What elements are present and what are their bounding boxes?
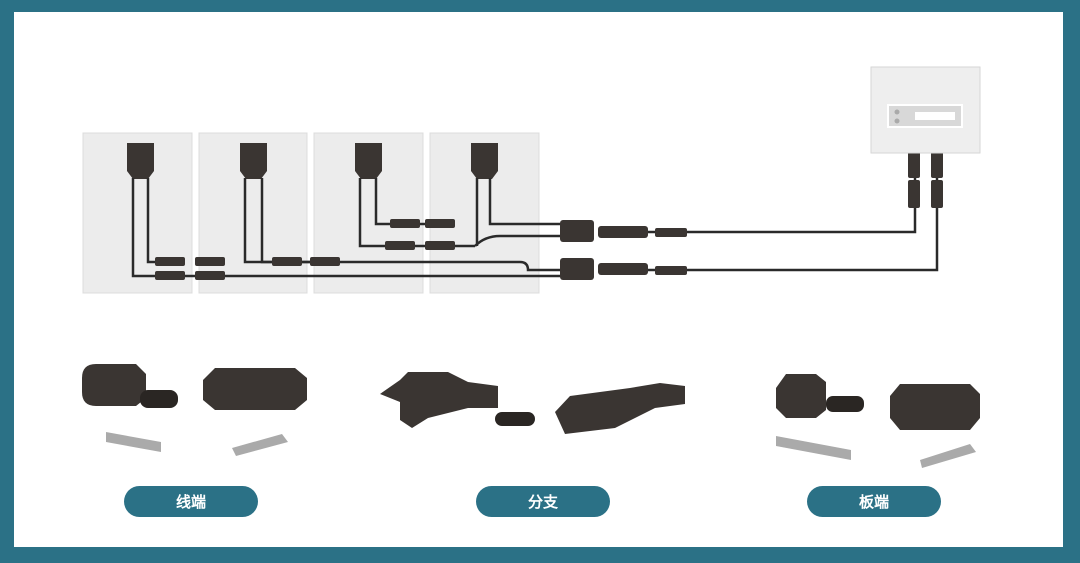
branch-connectors: [380, 372, 685, 434]
inverter: [870, 66, 981, 154]
junction-box-icon: [355, 143, 382, 179]
inverter-display: [915, 112, 955, 120]
cable-connectors: [155, 148, 943, 280]
female-connector-icon: [203, 368, 307, 410]
branch-label: 分支: [476, 486, 610, 517]
contact-pin-icon: [232, 434, 288, 456]
junction-box-icon: [471, 143, 498, 179]
female-connector-icon: [890, 384, 980, 430]
contact-pin-icon: [920, 444, 976, 468]
junction-box-icon: [240, 143, 267, 179]
branch-connector-icon: [380, 372, 498, 428]
line-end-label: 线端: [124, 486, 258, 517]
contact-pin-icon: [776, 436, 851, 460]
male-connector-icon: [82, 364, 146, 406]
contact-pin-icon: [106, 432, 161, 452]
junction-boxes: [127, 143, 498, 179]
line-end-connectors: [82, 364, 307, 456]
junction-box-icon: [127, 143, 154, 179]
panel-end-label: 板端: [807, 486, 941, 517]
male-connector-icon: [776, 374, 826, 418]
panel-end-connectors: [776, 374, 980, 468]
branch-connector-icon: [555, 383, 685, 434]
